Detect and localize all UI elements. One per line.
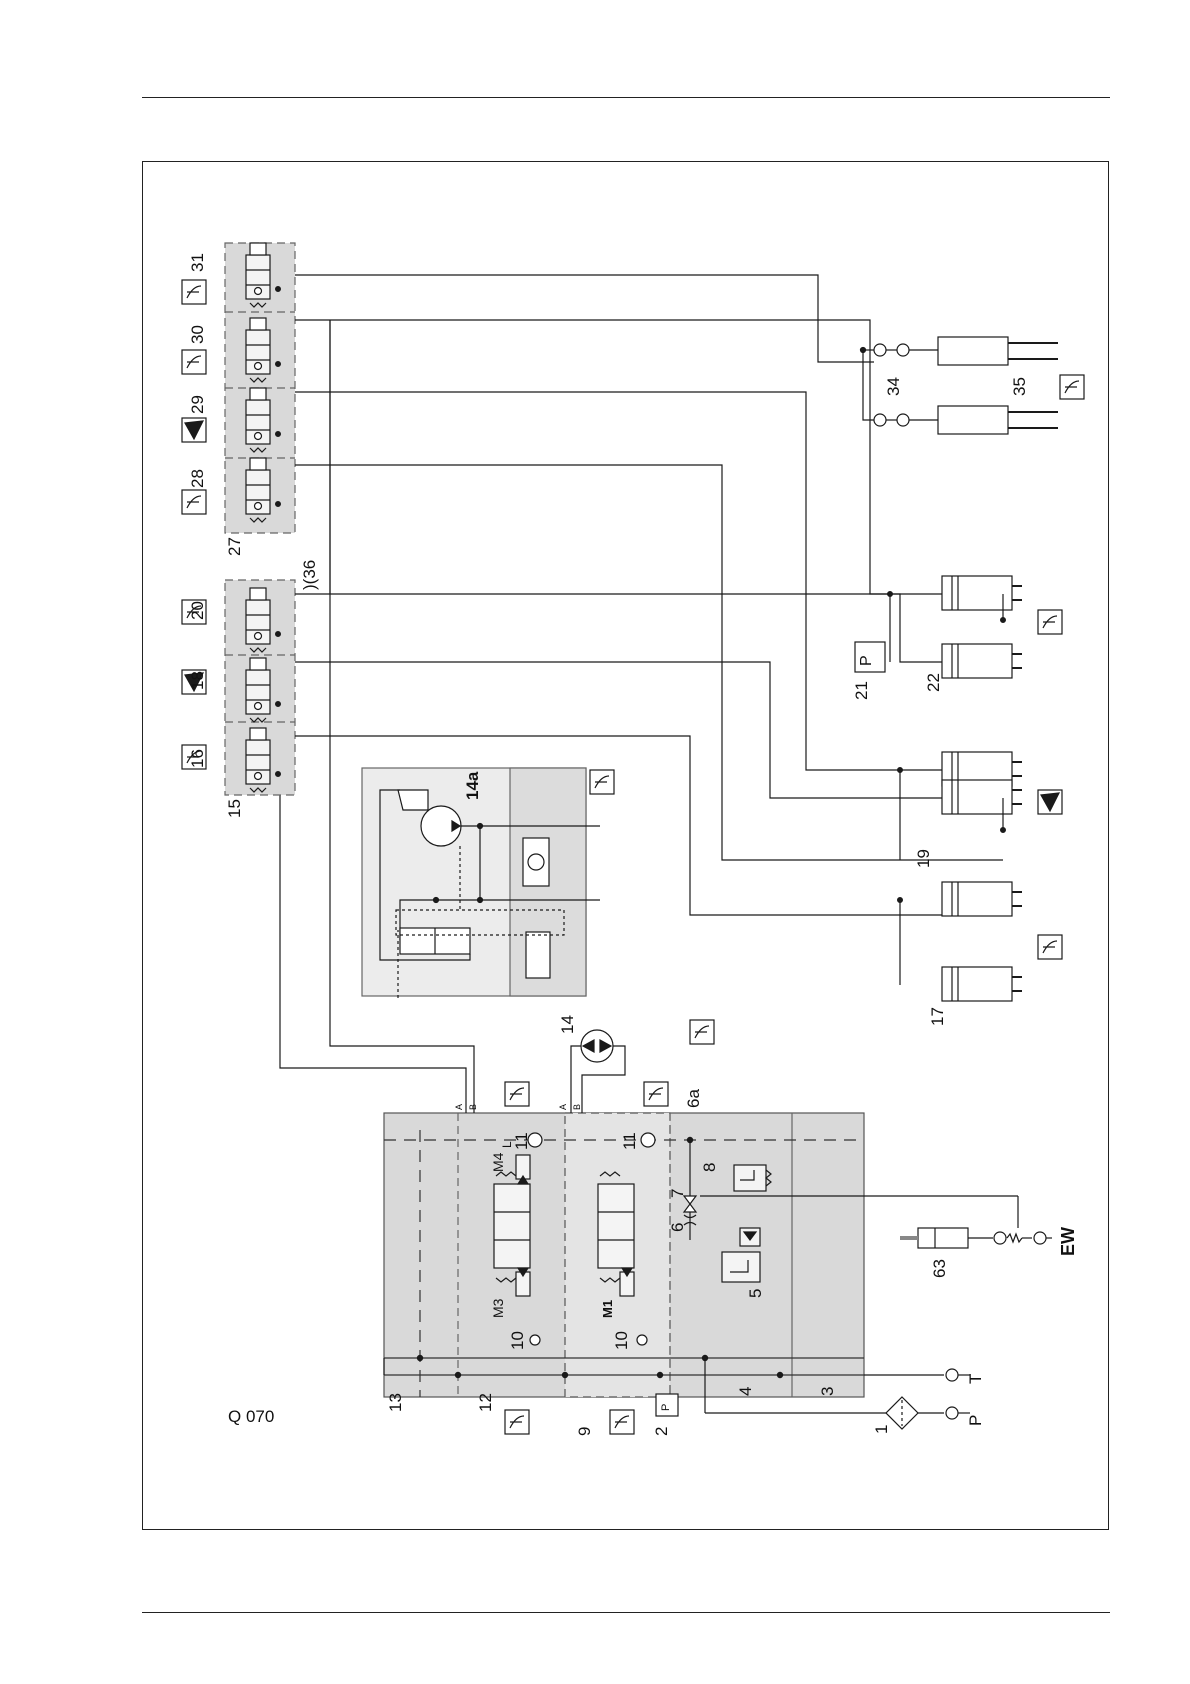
pictogram-rotate-icon [644,1082,668,1106]
port-l: L [500,1141,514,1148]
port-a-2: A [558,1104,568,1110]
cylinders [888,576,1022,1001]
label-8: 8 [700,1163,720,1172]
label-11a: 11 [512,1132,532,1150]
label-31: 31 [188,253,208,272]
hydraulic-cylinder [942,780,1022,814]
pictogram-feet-icon [1060,375,1084,399]
port-a-1: A [454,1104,464,1110]
label-15: 15 [225,799,245,818]
label-10b: 10 [612,1331,632,1350]
pictogram-hydraulic-icon [505,1410,529,1434]
pump-14 [571,1030,625,1113]
pictogram-rotate-icon [690,1020,714,1044]
pictogram-lift-icon [1038,935,1062,959]
label-19: 19 [914,849,934,868]
hydraulic-cylinder [942,576,1022,610]
label-36: )(36 [300,560,320,590]
check-valve-34b [874,414,909,426]
label-14a: 14a [463,772,483,800]
port-b-2: B [572,1104,582,1110]
label-27: 27 [225,537,245,556]
check-valve-34a [874,344,909,356]
label-2: 2 [652,1427,672,1436]
label-13: 13 [386,1393,406,1412]
label-28: 28 [188,469,208,488]
hydraulic-cylinder [942,967,1022,1001]
label-12: 12 [476,1393,496,1412]
pictogram-tilt-icon [182,350,206,374]
relief-valve-8 [734,1165,771,1191]
drawing-code: Q 070 [228,1407,274,1426]
label-10a: 10 [508,1331,528,1350]
label-30: 30 [188,325,208,344]
pictogram-tilt-icon [1038,610,1062,634]
coil-m1: M1 [600,1300,615,1318]
label-3: 3 [818,1387,838,1396]
port-p: P [966,1415,986,1426]
port-t: T [966,1374,986,1384]
pressure-switch-label: P [858,655,876,666]
label-18: 18 [188,671,208,690]
label-11b: 11 [620,1132,640,1150]
label-34: 34 [884,377,904,396]
label-1: 1 [872,1425,892,1434]
label-29: 29 [188,395,208,414]
label-6: 6 [668,1223,688,1232]
label-21: 21 [852,681,872,700]
coil-m4: M4 [490,1153,506,1172]
label-22: 22 [924,673,944,692]
label-20: 20 [188,601,208,620]
pictogram-grab-icon [182,418,206,442]
pictogram-feet-icon [182,280,206,304]
label-16: 16 [188,749,208,768]
labels: Q 070 [228,1407,274,1426]
coil-m3: M3 [490,1299,506,1318]
pictogram-rotate-icon [590,770,614,794]
label-6a: 6a [684,1089,704,1108]
hydraulic-cylinder [942,644,1022,678]
label-63: 63 [930,1259,950,1278]
label-14: 14 [558,1015,578,1034]
pictogram-grab-icon [1038,790,1062,814]
label-4: 4 [736,1387,756,1396]
label-9: 9 [575,1427,595,1436]
pressure-switch-2-label: P [660,1404,672,1411]
pictogram-rotate-icon [610,1410,634,1434]
label-7: 7 [668,1189,688,1198]
port-b-1: B [468,1104,478,1110]
port-ew: EW [1058,1227,1079,1256]
motor-panel-14a [362,768,600,998]
label-17: 17 [928,1007,948,1026]
hydraulic-cylinder [942,882,1022,916]
pictogram-lift-icon [182,490,206,514]
pictogram-hydraulic-icon [505,1082,529,1106]
label-5: 5 [746,1289,766,1298]
label-35: 35 [1010,377,1030,396]
